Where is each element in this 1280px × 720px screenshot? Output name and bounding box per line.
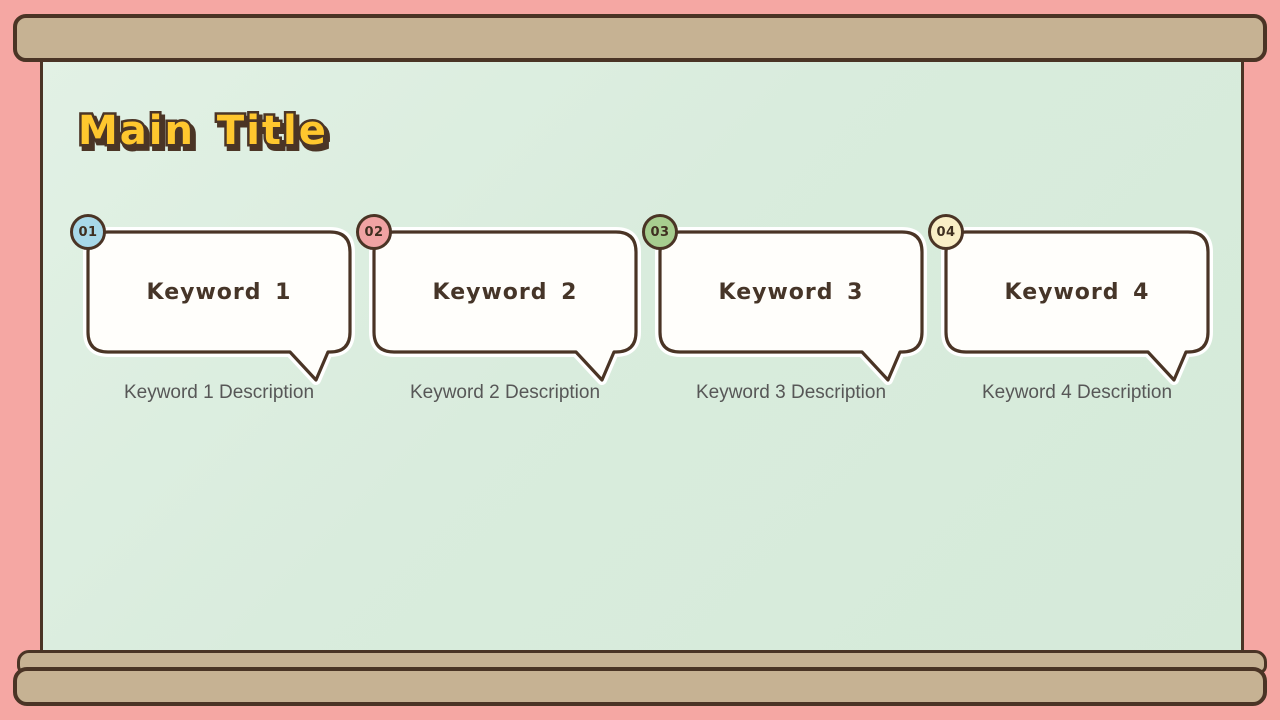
number-badge-2: 02 bbox=[356, 214, 392, 250]
top-rail bbox=[13, 14, 1267, 62]
number-badge-3: 03 bbox=[642, 214, 678, 250]
keyword-label-1: Keyword 1 bbox=[146, 279, 292, 305]
keyword-label-4: Keyword 4 bbox=[1004, 279, 1150, 305]
keyword-card-2: 02 Keyword 2 Keyword 2 Description bbox=[356, 214, 641, 432]
keyword-description-1: Keyword 1 Description bbox=[123, 382, 315, 403]
keyword-label-3: Keyword 3 bbox=[718, 279, 864, 305]
badge-number: 04 bbox=[936, 224, 956, 240]
speech-bubble bbox=[83, 227, 355, 385]
badge-number: 03 bbox=[650, 224, 670, 240]
speech-bubble bbox=[369, 227, 641, 385]
keyword-card-1: 01 Keyword 1 Keyword 1 Description bbox=[70, 214, 355, 432]
number-badge-1: 01 bbox=[70, 214, 106, 250]
keyword-description-3: Keyword 3 Description bbox=[695, 382, 887, 403]
keyword-description-4: Keyword 4 Description bbox=[981, 382, 1173, 403]
keyword-card-4: 04 Keyword 4 Keyword 4 Description bbox=[928, 214, 1213, 432]
page-title: Main Title Main Title bbox=[76, 106, 332, 162]
bottom-rail bbox=[13, 667, 1267, 706]
keyword-description-2: Keyword 2 Description bbox=[409, 382, 601, 403]
keyword-label-2: Keyword 2 bbox=[432, 279, 578, 305]
badge-number: 02 bbox=[364, 224, 384, 240]
badge-number: 01 bbox=[78, 224, 98, 240]
keyword-card-3: 03 Keyword 3 Keyword 3 Description bbox=[642, 214, 927, 432]
page-title-text: Main Title bbox=[78, 108, 328, 154]
speech-bubble bbox=[941, 227, 1213, 385]
number-badge-4: 04 bbox=[928, 214, 964, 250]
page-title-shadow: Main Title bbox=[81, 112, 331, 158]
